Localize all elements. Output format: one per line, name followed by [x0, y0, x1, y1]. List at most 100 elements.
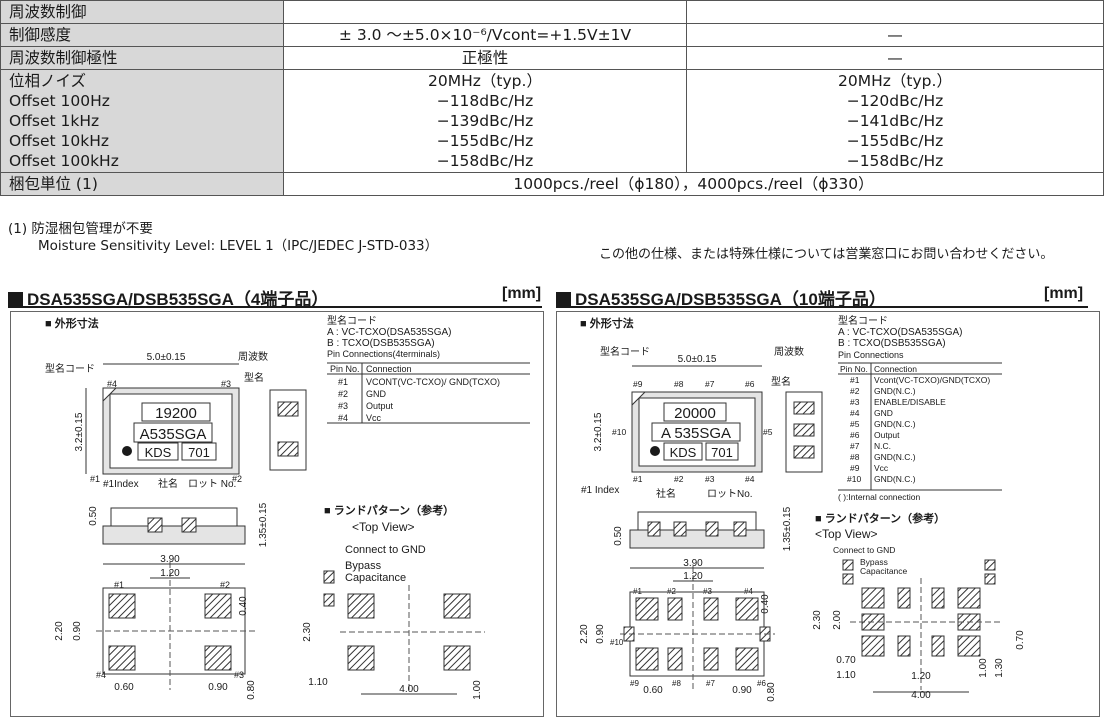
noise-label: Offset 10kHz — [9, 132, 109, 150]
package-bottom-view — [96, 562, 255, 690]
capacitance-label: Capacitance — [345, 572, 406, 584]
land-dim: 4.00 — [911, 690, 931, 701]
side-dim: 1.35±0.15 — [782, 506, 793, 551]
note-1: (1) 防湿梱包管理が不要 — [8, 221, 153, 237]
noise-label: Offset 100Hz — [9, 92, 110, 110]
bottom-dim: 2.20 — [579, 624, 590, 644]
noise-value: −158dBc/Hz — [846, 152, 944, 170]
lotno-label: ロットNo. — [707, 489, 753, 500]
pin-label: #4 — [107, 379, 117, 389]
land-dim: 2.00 — [832, 610, 843, 630]
noise-b: 20MHz（typ.） −120dBc/Hz −141dBc/Hz −155dB… — [686, 69, 1104, 173]
bottom-dim: 1.20 — [683, 571, 703, 582]
brand-marking: KDS — [670, 445, 697, 460]
noise-a: 20MHz（typ.） −118dBc/Hz −139dBc/Hz −155dB… — [283, 69, 687, 173]
pin-conn: GND — [874, 408, 893, 418]
noise-value: −139dBc/Hz — [436, 112, 534, 130]
bottom-dim: 0.90 — [595, 624, 606, 644]
pin-no: #8 — [850, 452, 860, 462]
pin-no: #9 — [850, 463, 860, 473]
pin-conn: N.C. — [874, 441, 891, 451]
bottom-dim: 0.60 — [114, 682, 134, 693]
internal-note: ( ):Internal connection — [838, 492, 920, 502]
pin-label: #7 — [706, 679, 715, 688]
land-dim: 1.20 — [911, 671, 931, 682]
freq-label: 周波数 — [238, 350, 268, 363]
pin-label: #8 — [674, 379, 684, 389]
top-view-label: <Top View> — [352, 520, 415, 534]
pin-no: #2 — [338, 389, 348, 399]
bottom-dim: 3.90 — [160, 554, 180, 565]
width-dim: 5.0±0.15 — [147, 352, 186, 363]
pin-head-conn: Connection — [874, 364, 917, 374]
pin-head-no: Pin No. — [330, 364, 360, 374]
lotno-label: ロット No. — [188, 479, 236, 490]
noise-label: Offset 100kHz — [9, 152, 119, 170]
pin-conn: Vcont(VC-TCXO)/GND(TCXO) — [874, 375, 990, 385]
pin-title: Pin Connections(4terminals) — [327, 349, 440, 359]
pin-label: #1 — [114, 580, 124, 590]
noise-label: 位相ノイズ — [9, 72, 87, 90]
height-dim: 3.2±0.15 — [593, 412, 604, 451]
pin-conn: GND — [366, 389, 387, 399]
pin-head-no: Pin No. — [840, 364, 868, 374]
package-side-view — [269, 389, 307, 471]
pin-label: #9 — [633, 379, 643, 389]
side-dim: 0.50 — [88, 506, 99, 526]
pin-conn: GND(N.C.) — [874, 419, 916, 429]
pin-label: #6 — [757, 679, 766, 688]
land-dim: 1.00 — [978, 658, 989, 678]
pin-labels: #9 #8 #7 #6 #10 #5 #1 #2 #3 #4 — [612, 379, 773, 484]
pin-label: #6 — [745, 379, 755, 389]
land-dim: 2.30 — [302, 622, 313, 642]
land-pattern — [842, 559, 1000, 690]
right-title-text: DSA535SGA/DSB535SGA（10端子品） — [575, 290, 886, 309]
index-label: #1Index — [103, 479, 139, 490]
pin-label: #3 — [705, 474, 715, 484]
pin-label: #1 — [633, 587, 642, 596]
spec-table: 周波数制御 制御感度 ± 3.0 ～±5.0×10⁻⁶/Vcont=+1.5V±… — [0, 0, 1104, 196]
bottom-dim: 3.90 — [683, 558, 703, 569]
packaging-value: 1000pcs./reel（ϕ180），4000pcs./reel（ϕ330） — [283, 172, 1104, 196]
pin-no: #4 — [850, 408, 860, 418]
land-pattern — [323, 570, 485, 690]
pin-conn: GND(N.C.) — [874, 386, 916, 396]
pin-label: #7 — [705, 379, 715, 389]
pin-conn: Output — [366, 401, 394, 411]
capacitance-label: Capacitance — [860, 566, 908, 576]
right-section-title: DSA535SGA/DSB535SGA（10端子品） — [556, 285, 886, 310]
pin-no: #1 — [338, 377, 348, 387]
pin-label: #9 — [630, 679, 639, 688]
pin-label: #2 — [674, 474, 684, 484]
bottom-dim: 0.80 — [246, 680, 257, 700]
bottom-dim: 0.90 — [72, 621, 83, 641]
code-b: B : TCXO(DSB535SGA) — [327, 338, 435, 349]
land-dim: 1.10 — [836, 670, 856, 681]
pin-label: #10 — [610, 638, 624, 647]
model-label: 型名 — [771, 375, 791, 388]
right-drawing-panel — [556, 311, 1100, 717]
noise-label: Offset 1kHz — [9, 112, 100, 130]
table-row: 制御感度 ± 3.0 ～±5.0×10⁻⁶/Vcont=+1.5V±1V — — [0, 23, 1104, 47]
bottom-dim: 0.90 — [732, 685, 752, 696]
table-row: 位相ノイズ Offset 100Hz Offset 1kHz Offset 10… — [0, 69, 1104, 173]
pin-label: #1 — [633, 474, 643, 484]
left-unit: [mm] — [502, 285, 542, 302]
land-title: ■ ランドパターン（参考） — [815, 511, 945, 525]
pin-conn: GND(N.C.) — [874, 474, 916, 484]
width-dim: 5.0±0.15 — [678, 354, 717, 365]
package-bottom-view — [620, 566, 775, 690]
left-drawing-panel — [10, 311, 544, 717]
outline-label: ■ 外形寸法 — [580, 316, 634, 330]
pin-title: Pin Connections — [838, 350, 904, 360]
index-label: #1 Index — [581, 485, 619, 496]
name-label: 社名 — [656, 487, 676, 500]
pin-label: #3 — [221, 379, 231, 389]
connect-gnd-label: Connect to GND — [345, 544, 426, 556]
name-label: 社名 — [158, 477, 178, 490]
pin-no: #6 — [850, 430, 860, 440]
code-title: 型名コード — [838, 314, 888, 327]
square-icon — [8, 292, 23, 307]
pin-conn: VCONT(VC-TCXO)/ GND(TCXO) — [366, 377, 500, 387]
pin-label: #3 — [234, 670, 244, 680]
